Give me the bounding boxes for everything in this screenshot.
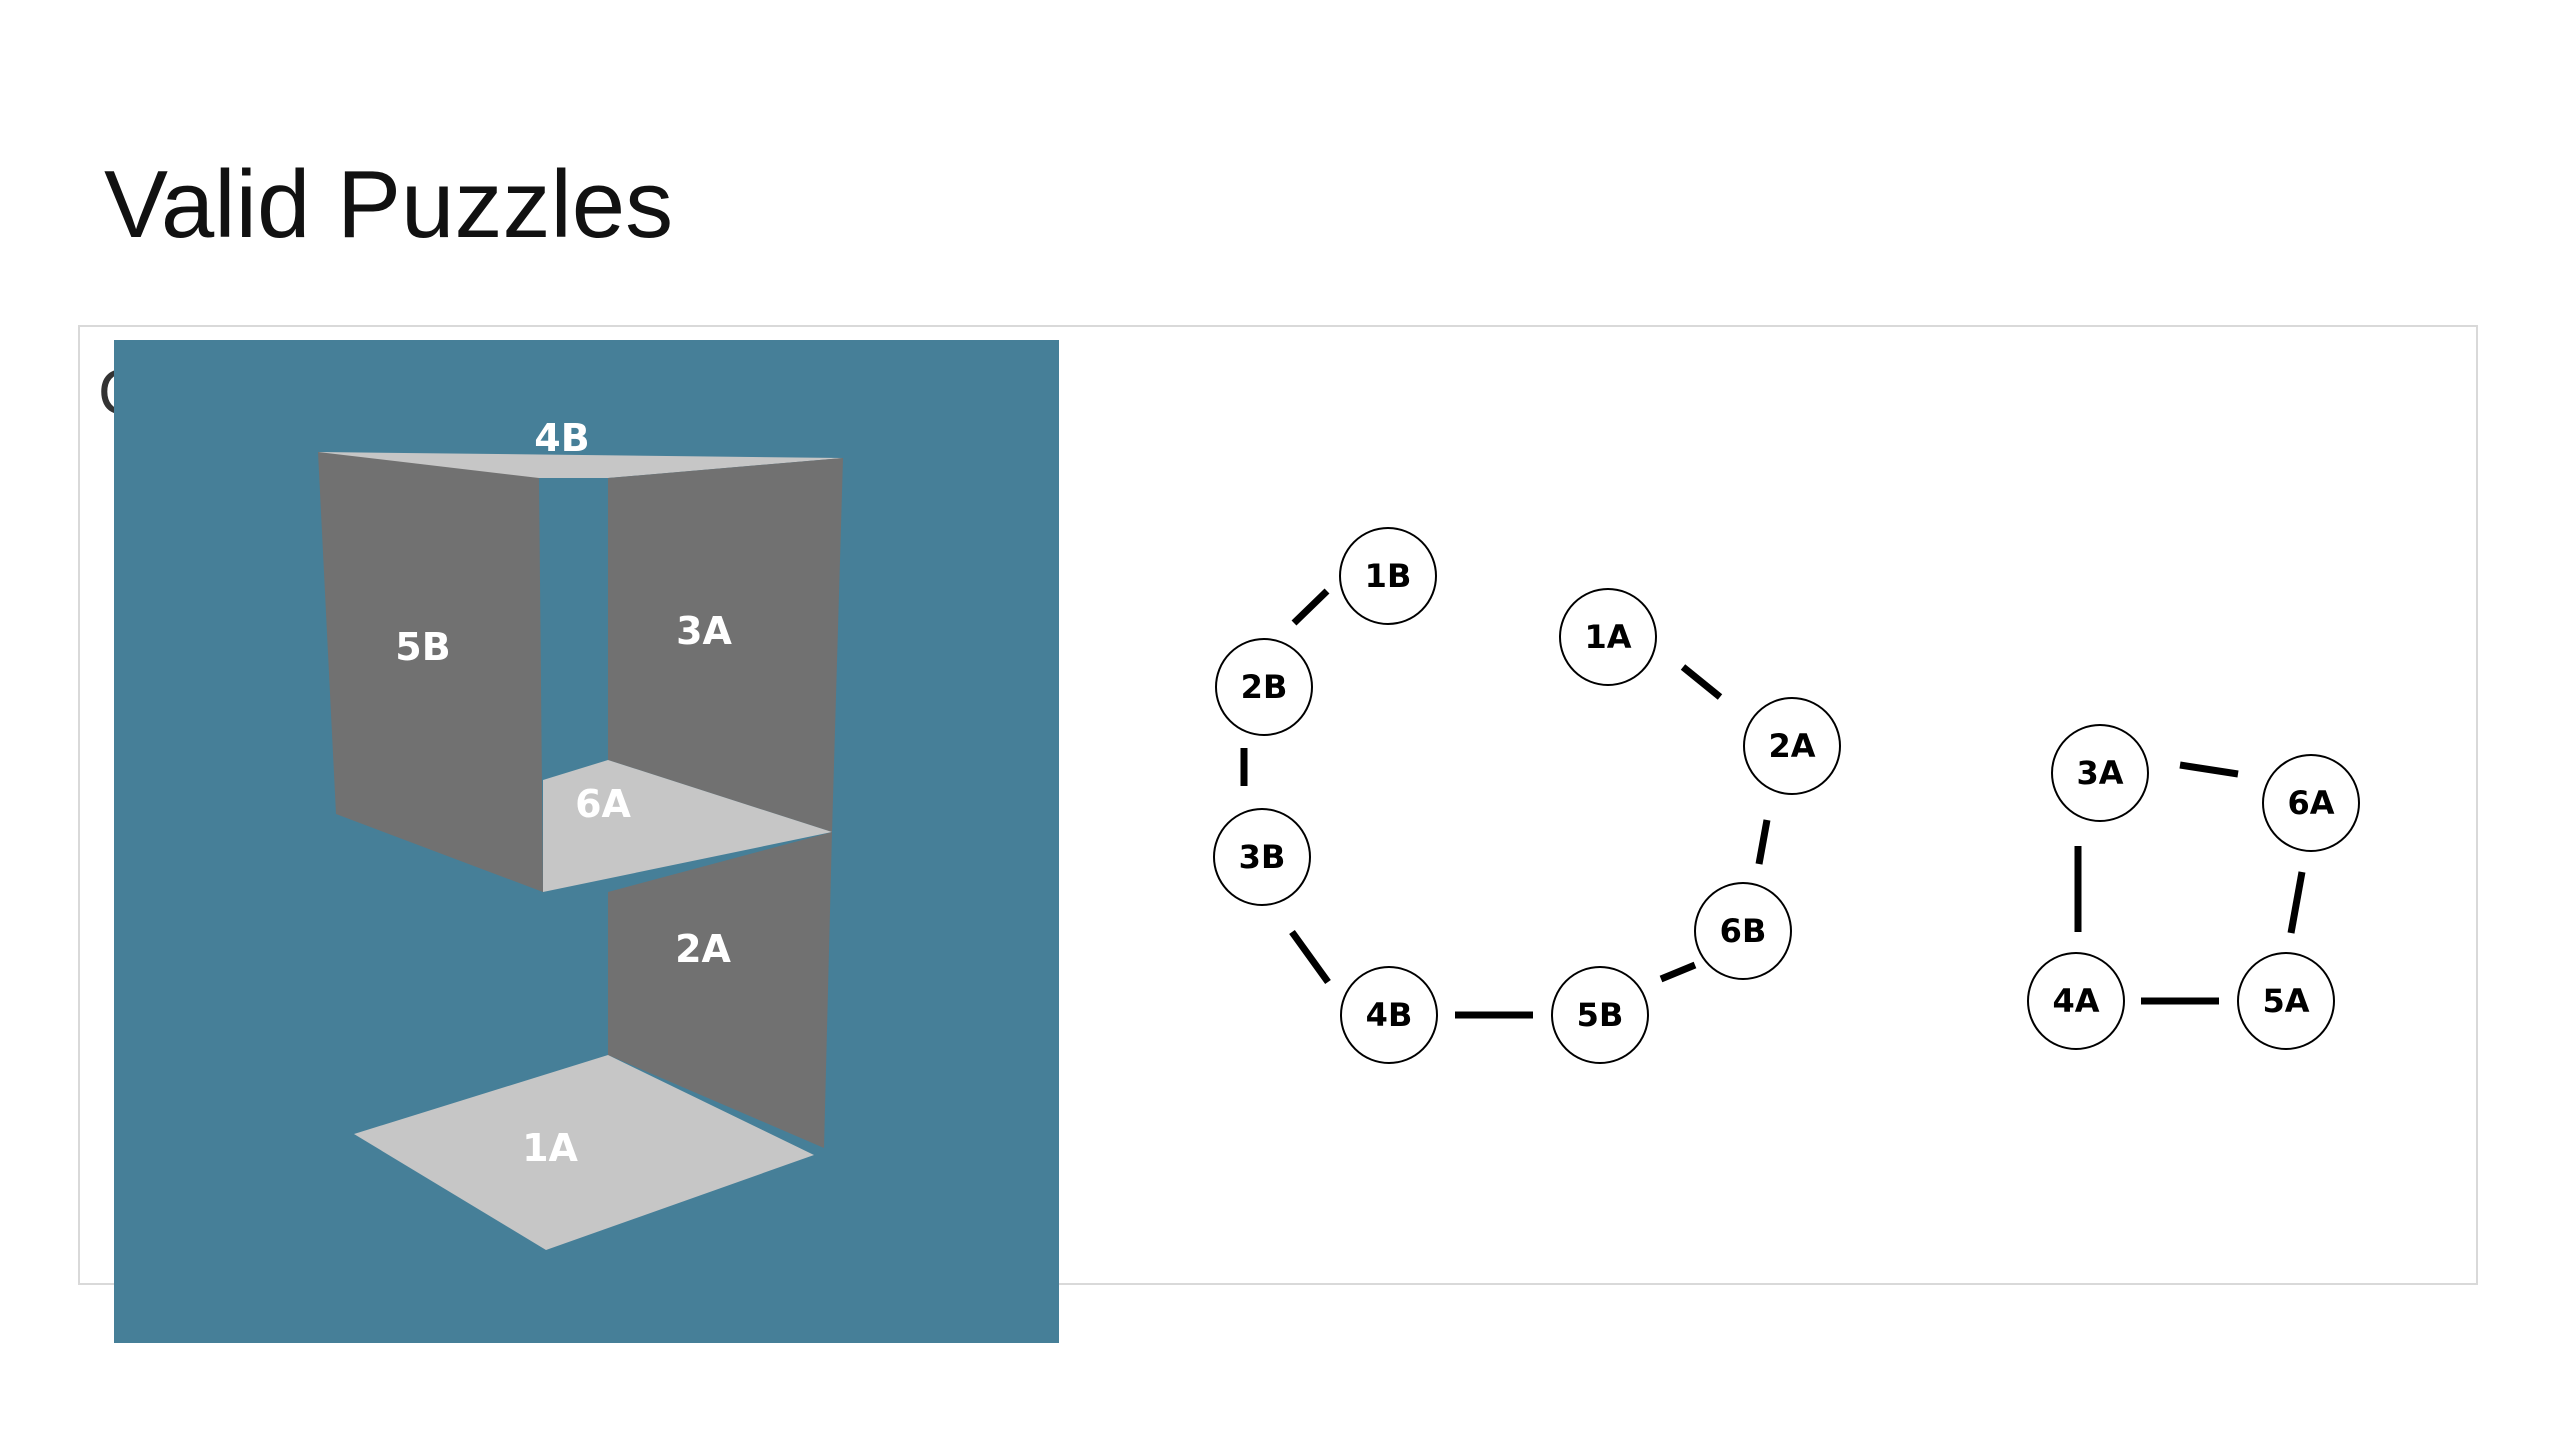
face-label-bottom: 1A (522, 1126, 578, 1170)
graph-node: 5A (2237, 952, 2335, 1050)
graph1-edge-5B-6B (1659, 961, 1697, 983)
graph-node: 6A (2262, 754, 2360, 852)
graph1-edge-6B-2A (1755, 819, 1771, 865)
face-right-lower (608, 832, 832, 1148)
graph-node: 3B (1213, 808, 1311, 906)
face-right-upper (608, 458, 843, 832)
node-label: 3B (1239, 838, 1286, 876)
face-label-middle-shelf: 6A (575, 782, 631, 826)
graph-node: 1A (1559, 588, 1657, 686)
node-label: 1B (1365, 557, 1412, 595)
face-label-right-upper: 3A (676, 609, 732, 653)
slide-title: Valid Puzzles (104, 151, 674, 258)
puzzle-3d-model: 4B 5B 3A 6A 2A 1A (114, 340, 1059, 1343)
graph-node: 6B (1694, 882, 1792, 980)
node-label: 2A (1768, 727, 1815, 765)
graph-node: 1B (1339, 527, 1437, 625)
node-label: 3A (2076, 754, 2123, 792)
face-left-wall (318, 452, 543, 892)
node-label: 4A (2052, 982, 2099, 1020)
content-frame (78, 325, 2478, 1285)
graph1-edge-3B-4B (1289, 929, 1331, 985)
graph-node: 2B (1215, 638, 1313, 736)
node-label: 5B (1577, 996, 1624, 1034)
graph-node: 4B (1340, 966, 1438, 1064)
graph1-edge-1B-2B (1291, 588, 1330, 626)
graph-node: 3A (2051, 724, 2149, 822)
graph-node: 4A (2027, 952, 2125, 1050)
face-label-right-lower: 2A (675, 927, 731, 971)
face-label-left-wall: 5B (395, 625, 450, 669)
node-label: 6B (1720, 912, 1767, 950)
node-label: 5A (2262, 982, 2309, 1020)
node-label: 4B (1366, 996, 1413, 1034)
graph-node: 2A (1743, 697, 1841, 795)
node-label: 2B (1241, 668, 1288, 706)
node-label: 6A (2287, 784, 2334, 822)
graph2-edge-3A-6A (2179, 761, 2239, 778)
graph1-edge-2A-1A (1680, 664, 1723, 700)
graph2-edge-6A-5A (2287, 871, 2306, 934)
face-middle-shelf (543, 760, 832, 892)
face-bottom (354, 1055, 814, 1250)
face-label-top: 4B (534, 416, 589, 460)
node-label: 1A (1584, 618, 1631, 656)
graph-node: 5B (1551, 966, 1649, 1064)
